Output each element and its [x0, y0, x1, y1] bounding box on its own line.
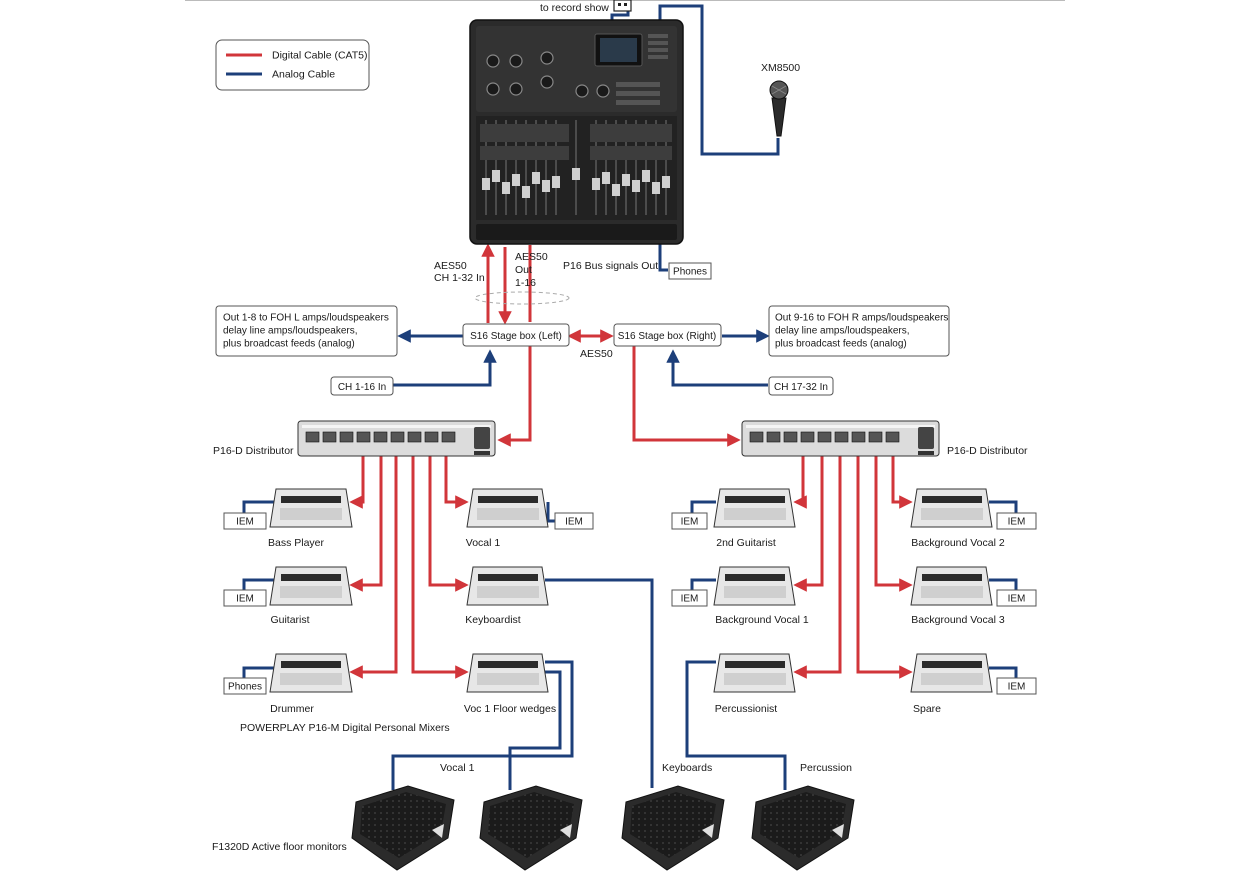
svg-text:1-16: 1-16	[515, 277, 536, 289]
svg-text:S16 Stage box (Left): S16 Stage box (Left)	[470, 331, 562, 342]
iem-bgvocal1: IEM	[671, 589, 708, 607]
mixer-spare-label: Spare	[913, 703, 941, 715]
iem-guitarist: IEM	[223, 589, 267, 607]
mixer-vocal1	[466, 488, 549, 528]
mixer-bgvocal3	[910, 566, 993, 606]
svg-text:Out: Out	[515, 264, 532, 276]
iem-bgvocal2: IEM	[996, 512, 1037, 530]
legend-analog-label: Analog Cable	[272, 69, 335, 81]
cable-layer	[242, 4, 1018, 790]
mixer-bass	[269, 488, 353, 528]
mixer-keyboardist	[466, 566, 549, 606]
mic-label: XM8500	[761, 62, 800, 74]
svg-text:IEM: IEM	[236, 594, 254, 605]
mixer-guitarist	[269, 566, 353, 606]
mixer-keyboardist-label: Keyboardist	[465, 614, 521, 626]
svg-text:CH 1-32 In: CH 1-32 In	[434, 272, 485, 284]
mixer-bgvocal3-label: Background Vocal 3	[911, 614, 1005, 626]
svg-text:Out 9-16 to FOH R amps/loudspe: Out 9-16 to FOH R amps/loudspeakers	[775, 313, 948, 324]
record-port-icon	[613, 0, 632, 12]
ch-right-cable	[666, 349, 768, 387]
record-label: to record show	[540, 2, 609, 14]
p16-bus-label: P16 Bus signals Out	[563, 260, 658, 272]
mixer-percussionist-label: Percussionist	[715, 703, 778, 715]
svg-text:AES50: AES50	[434, 260, 467, 272]
svg-text:plus broadcast feeds (analog): plus broadcast feeds (analog)	[775, 339, 907, 350]
aes50-out-label: AES50 Out 1-16	[515, 251, 548, 289]
mixer-bgvocal1	[713, 566, 796, 606]
svg-text:CH 1-16 In: CH 1-16 In	[338, 382, 386, 393]
stagebox-left: S16 Stage box (Left)	[462, 323, 570, 347]
mixer-drummer-label: Drummer	[270, 703, 314, 715]
mixer-percussionist	[713, 653, 796, 693]
aes50-in-label: AES50 CH 1-32 In	[434, 260, 485, 284]
ch-left-cable	[393, 349, 497, 387]
mixer-voc1floor	[466, 653, 549, 693]
foh-left-box: Out 1-8 to FOH L amps/loudspeakers delay…	[215, 305, 398, 357]
monitor-keyboards-label: Keyboards	[662, 762, 712, 774]
distributor-right	[741, 420, 940, 457]
svg-text:IEM: IEM	[1008, 517, 1026, 528]
svg-text:delay line amps/loudspeakers,: delay line amps/loudspeakers,	[223, 326, 358, 337]
svg-text:Phones: Phones	[673, 267, 707, 278]
svg-text:plus broadcast feeds (analog): plus broadcast feeds (analog)	[223, 339, 355, 350]
svg-text:CH 17-32 In: CH 17-32 In	[774, 382, 828, 393]
stagebox-link-label: AES50	[580, 348, 613, 360]
powerplay-caption: POWERPLAY P16-M Digital Personal Mixers	[240, 722, 450, 734]
floor-monitor-4	[751, 785, 855, 871]
distributor-left-label: P16-D Distributor	[213, 445, 294, 457]
microphone-icon	[769, 80, 789, 137]
iem-bass: IEM	[223, 512, 267, 530]
iem-bgvocal3: IEM	[996, 589, 1037, 607]
distributor-left	[297, 420, 496, 457]
mixer-bass-label: Bass Player	[268, 537, 325, 549]
mixer-guitarist2-label: 2nd Guitarist	[716, 537, 776, 549]
mixer-spare	[910, 653, 993, 693]
svg-text:delay line amps/loudspeakers,: delay line amps/loudspeakers,	[775, 326, 910, 337]
right-dist-feed	[632, 346, 741, 447]
digital-mixing-console	[469, 19, 684, 245]
distributor-right-label: P16-D Distributor	[947, 445, 1028, 457]
foh-right-box: Out 9-16 to FOH R amps/loudspeakers dela…	[768, 305, 950, 357]
cable-bundle-marker	[474, 291, 570, 305]
mixer-guitarist-label: Guitarist	[270, 614, 309, 626]
mixer-bgvocal1-label: Background Vocal 1	[715, 614, 809, 626]
svg-text:IEM: IEM	[236, 517, 254, 528]
mixer-vocal1-label: Vocal 1	[466, 537, 501, 549]
mixer-bgvocal2-label: Background Vocal 2	[911, 537, 1005, 549]
ch-left-box: CH 1-16 In	[330, 376, 394, 396]
ch-right-box: CH 17-32 In	[768, 376, 834, 396]
mixer-drummer	[269, 653, 353, 693]
left-dist-feed	[497, 346, 532, 447]
stagebox-right: S16 Stage box (Right)	[613, 323, 722, 347]
svg-text:Phones: Phones	[228, 682, 262, 693]
phones-drummer: Phones	[223, 677, 267, 695]
iem-guitarist2: IEM	[671, 512, 708, 530]
legend: Digital Cable (CAT5) Analog Cable	[215, 39, 370, 91]
console-phones-box: Phones	[668, 262, 712, 280]
legend-digital-label: Digital Cable (CAT5)	[272, 50, 368, 62]
mic-cable	[658, 4, 780, 156]
svg-text:Out 1-8 to FOH L amps/loudspea: Out 1-8 to FOH L amps/loudspeakers	[223, 313, 389, 324]
floor-monitor-1	[351, 785, 455, 871]
monitor-caption: F1320D Active floor monitors	[212, 841, 347, 853]
svg-text:IEM: IEM	[681, 594, 699, 605]
mixer-voc1floor-label: Voc 1 Floor wedges	[464, 703, 556, 715]
monitor-percussion-label: Percussion	[800, 762, 852, 774]
svg-text:AES50: AES50	[515, 251, 548, 263]
floor-monitor-2	[479, 785, 583, 871]
floor-monitor-3	[621, 785, 725, 871]
iem-spare: IEM	[996, 677, 1037, 695]
svg-text:IEM: IEM	[1008, 594, 1026, 605]
svg-text:S16 Stage box (Right): S16 Stage box (Right)	[618, 331, 716, 342]
svg-text:IEM: IEM	[681, 517, 699, 528]
monitor-vocal1-label: Vocal 1	[440, 762, 475, 774]
mixer-bgvocal2	[910, 488, 993, 528]
svg-text:IEM: IEM	[565, 517, 583, 528]
mixer-guitarist2	[713, 488, 796, 528]
svg-text:IEM: IEM	[1008, 682, 1026, 693]
iem-vocal1: IEM	[554, 512, 594, 530]
console-phones-cable	[658, 242, 668, 272]
